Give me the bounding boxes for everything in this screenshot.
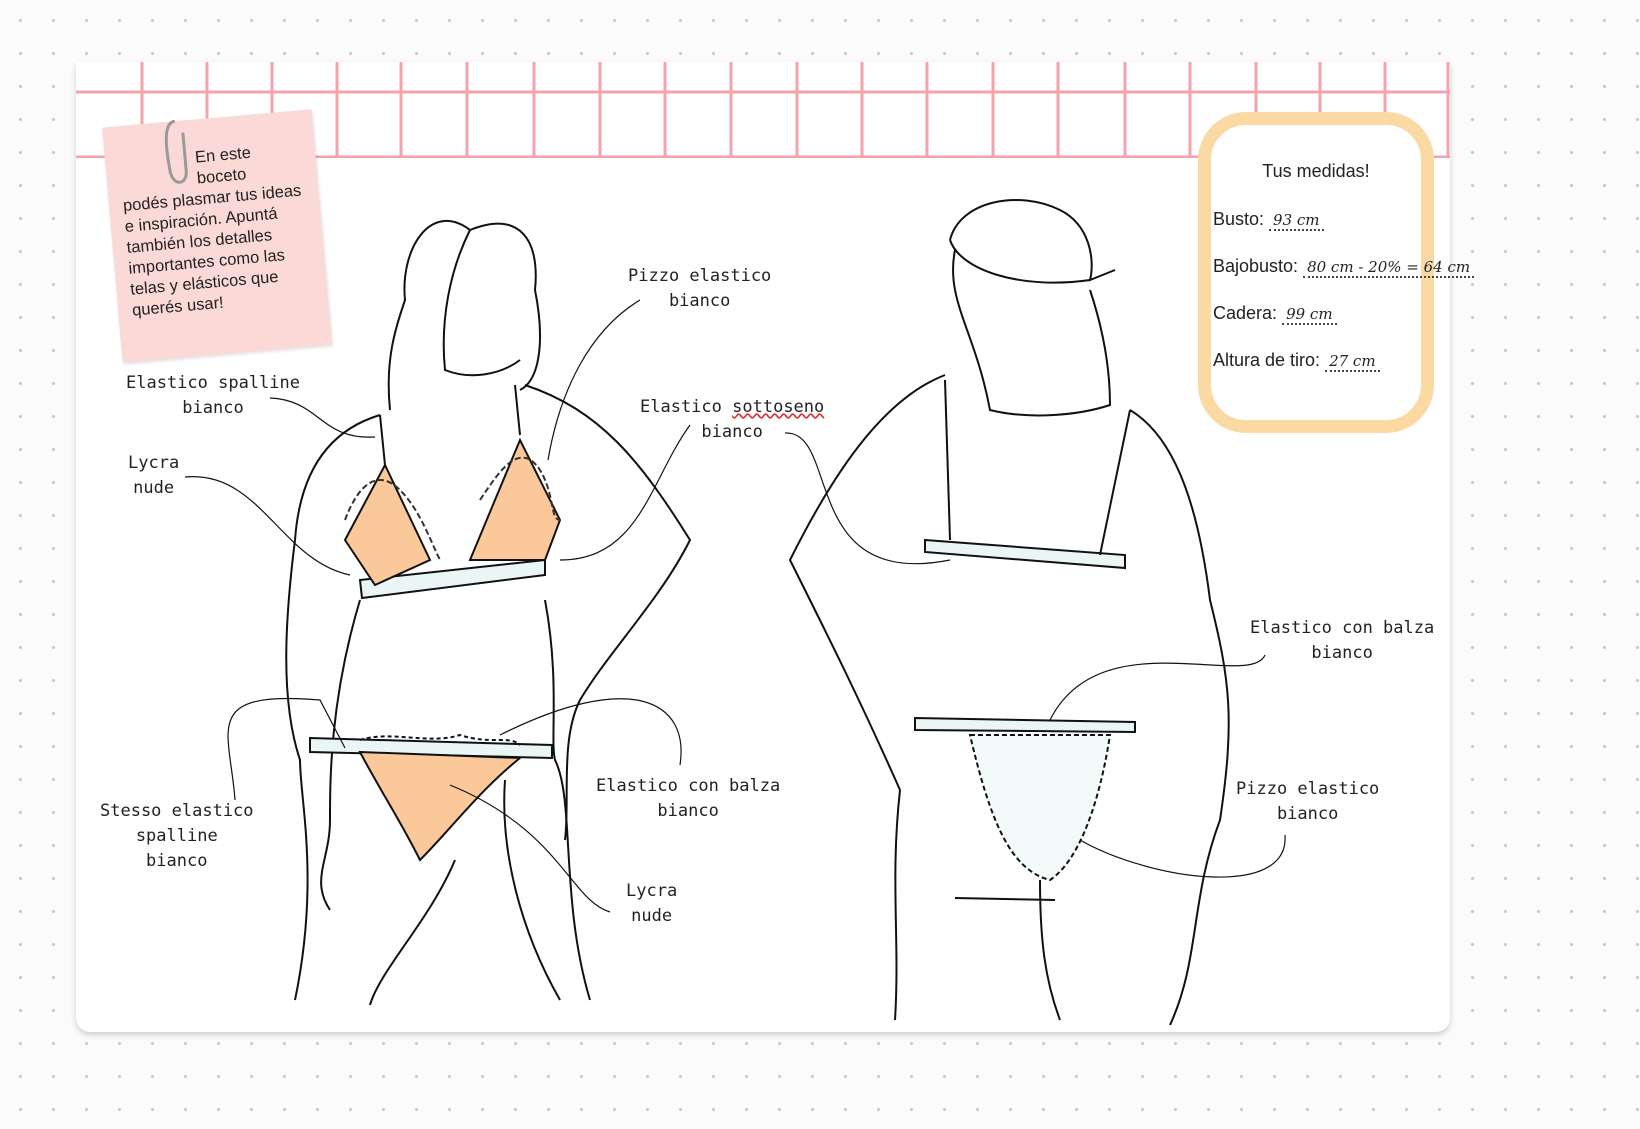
measure-cadera: Cadera: 99 cm [1213,303,1337,325]
measure-altura-tiro: Altura de tiro: 27 cm [1213,350,1380,372]
back-figure [788,199,1230,1026]
leader-lines [184,299,1286,913]
paperclip-icon [164,119,188,184]
front-figure [285,220,692,1006]
sticky-note: En este boceto podés plasmar tus ideas e… [102,109,332,363]
measurements-title: Tus medidas! [1262,161,1370,181]
sticky-note-text: En este boceto podés plasmar tus ideas e… [122,143,302,320]
measure-bajobusto: Bajobusto: 80 cm - 20% = 64 cm [1213,256,1475,278]
measure-busto: Busto: 93 cm [1213,209,1324,231]
measurements-box: Tus medidas! Busto: 93 cm Bajobusto: 80 … [1198,112,1475,433]
